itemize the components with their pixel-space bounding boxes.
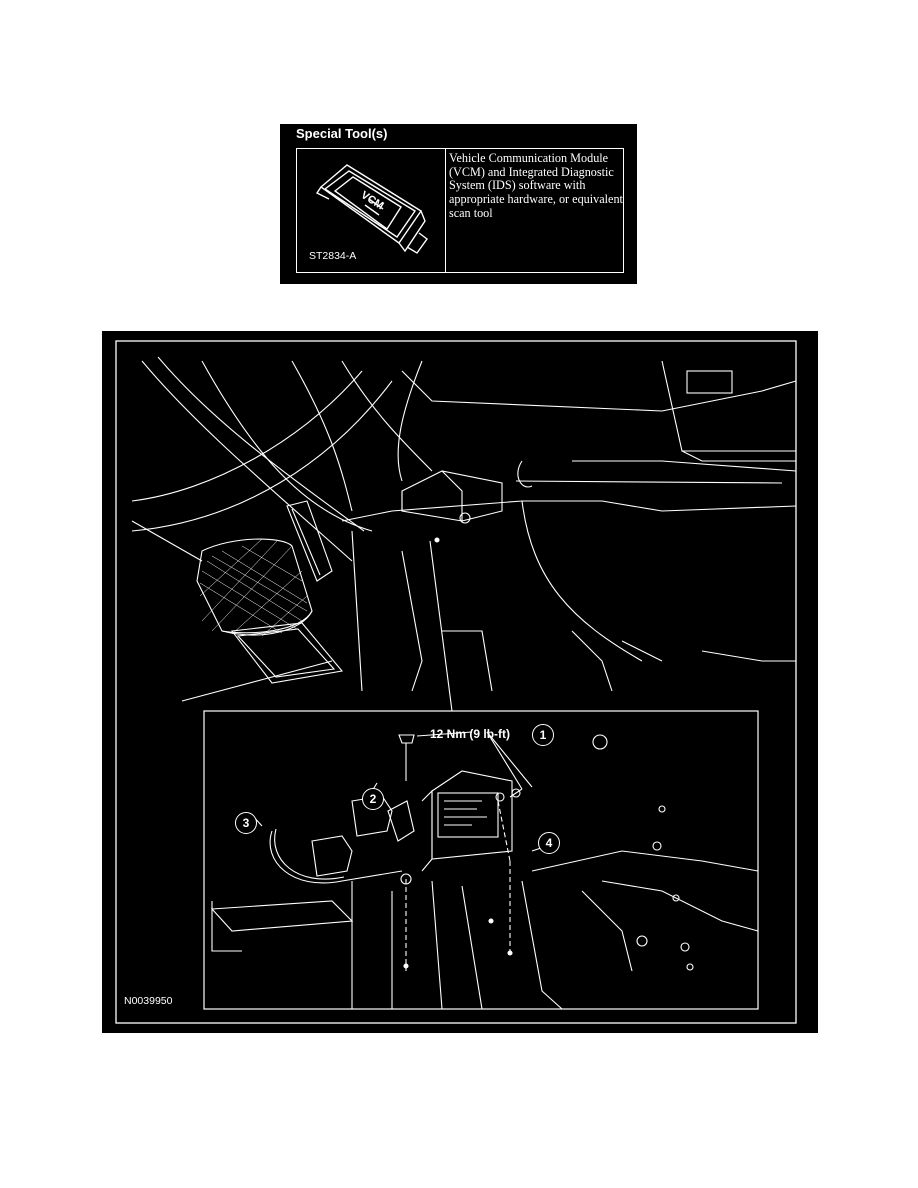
- special-tools-table: VCM ST2834-A Vehicle Communication Modul…: [296, 148, 624, 273]
- figure-id: N0039950: [124, 995, 173, 1007]
- torque-spec-label: 12 Nm (9 lb-ft): [430, 727, 511, 741]
- special-tools-box: Special Tool(s) VCM ST2834-A Vehicle Com…: [280, 124, 637, 284]
- callout-2: 2: [362, 788, 384, 810]
- tool-code: ST2834-A: [309, 250, 357, 262]
- callout-3: 3: [235, 812, 257, 834]
- callout-1: 1: [532, 724, 554, 746]
- vcm-device-illustration: VCM: [315, 164, 428, 254]
- tool-description: Vehicle Communication Module (VCM) and I…: [449, 151, 623, 220]
- table-divider: [445, 149, 446, 272]
- module-location-illustration: 12 Nm (9 lb-ft) 1 2 3 4 N0039950: [102, 331, 818, 1033]
- callout-4: 4: [538, 832, 560, 854]
- illustration-drawing: [115, 340, 797, 1024]
- special-tools-header: Special Tool(s): [296, 126, 388, 141]
